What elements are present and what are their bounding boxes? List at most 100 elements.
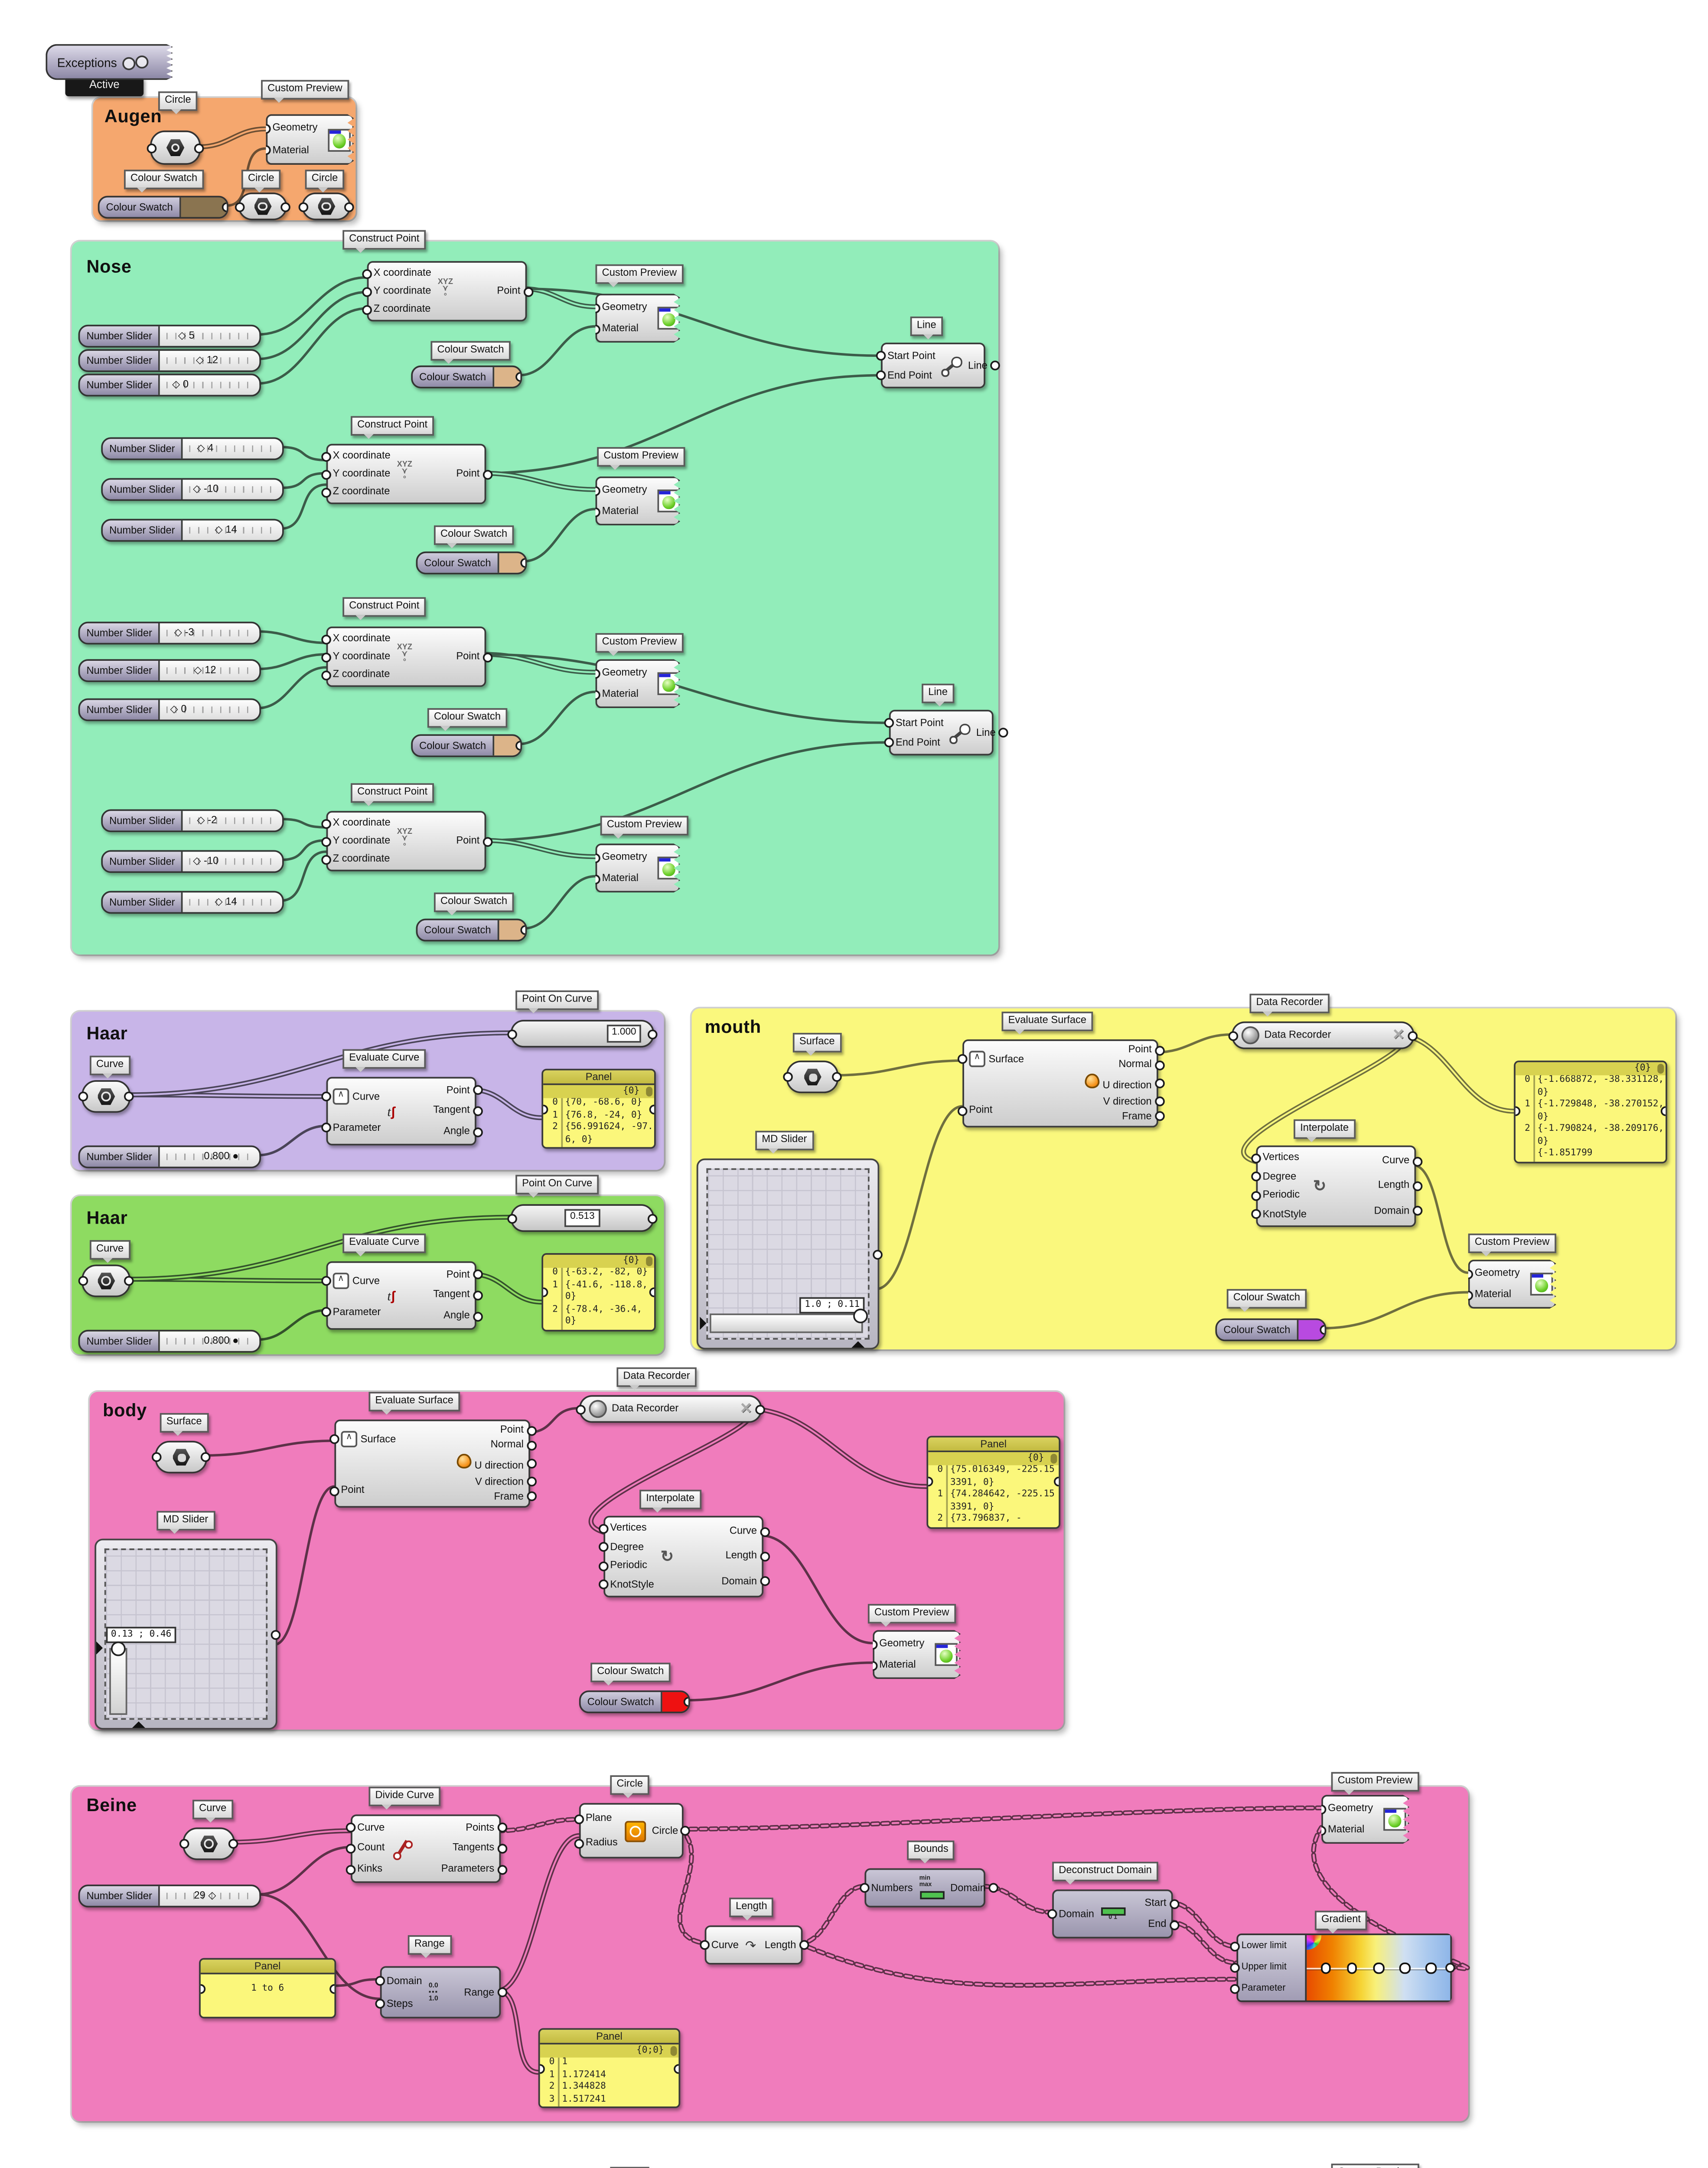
input-material[interactable]: Material [1474,1289,1512,1301]
number-slider[interactable]: Number Slider ◇ -10 [101,850,284,873]
number-slider[interactable]: Number Slider 29 ◇ [78,1884,261,1908]
bounds-component[interactable]: Numbers min max Domain [864,1868,986,1908]
range-component[interactable]: Domain Steps 0.0▪▪▪1.0 Range [380,1966,501,2018]
interpolate-component[interactable]: Vertices Degree Periodic KnotStyle ↻ Cur… [603,1515,764,1598]
input-domain[interactable]: Domain [1059,1908,1094,1920]
output-tangent[interactable]: Tangent [433,1105,470,1117]
input-start-point[interactable]: Start Point [887,350,935,362]
colour-swatch[interactable]: Colour Swatch [416,551,527,575]
number-slider[interactable]: Number Slider ◇ -10 [101,478,284,501]
input-radius[interactable]: Radius [585,1837,618,1849]
input-count[interactable]: Count [357,1843,385,1855]
colour-swatch[interactable]: Colour Swatch [411,734,522,757]
construct-point-component[interactable]: X coordinate Y coordinate Z coordinate X… [367,261,527,322]
input-curve[interactable]: ∧Curve [332,1273,380,1290]
input-periodic[interactable]: Periodic [610,1560,648,1572]
output-start[interactable]: Start [1144,1897,1167,1909]
input-surface[interactable]: ∧Surface [341,1431,396,1447]
number-slider[interactable]: Number Slider ◇ 5 [78,324,261,348]
custom-preview-component[interactable]: Geometry Material [596,294,681,343]
output-v-direction[interactable]: V direction [475,1476,524,1488]
slider-track[interactable]: ◇ 4 [183,439,283,459]
input-curve[interactable]: Curve [711,1939,739,1951]
number-slider[interactable]: Number Slider ◇ -2 [101,809,284,833]
circle-component[interactable]: Plane Radius Circle [579,1803,684,1859]
panel[interactable]: Panel {0} 0{75.016349, -225.153391, 0} 1… [926,1436,1061,1528]
slider-track[interactable]: ◇ 14 [183,520,283,540]
input-material[interactable]: Material [602,873,639,885]
gradient-component[interactable]: Lower limit Upper limit Parameter [1236,1933,1452,2002]
output-normal[interactable]: Normal [490,1440,524,1451]
slider-track[interactable]: ◇ 12 [160,351,260,371]
custom-preview-component[interactable]: Geometry Material [873,1630,961,1679]
output-circle[interactable]: Circle [652,1825,678,1837]
output-domain[interactable]: Domain [950,1882,986,1894]
output-point[interactable]: Point [456,835,480,847]
line-component[interactable]: Start Point End Point Line [889,709,996,756]
input-y[interactable]: Y coordinate [373,285,431,297]
recorder-x-icon[interactable]: ✕ [1392,1026,1405,1043]
output-point[interactable]: Point [446,1084,470,1097]
input-z[interactable]: Z coordinate [332,669,390,681]
input-domain[interactable]: Domain [386,1975,422,1987]
input-material[interactable]: Material [602,689,639,700]
input-geometry[interactable]: Geometry [602,302,647,313]
evaluate-surface-component[interactable]: ∧Surface Point Point Normal U direction … [334,1419,531,1508]
panel[interactable]: {0} 0{-1.668872, -38.331128, 0} 1{-1.729… [1514,1061,1667,1163]
input-geometry[interactable]: Geometry [272,123,318,134]
output-domain[interactable]: Domain [721,1576,757,1587]
input-parameter[interactable]: Parameter [1242,1985,1302,1995]
input-knotstyle[interactable]: KnotStyle [610,1579,654,1591]
slider-track[interactable]: 0.800 ● [160,1147,260,1167]
custom-preview-component[interactable]: Geometry Material [596,844,681,893]
output-curve[interactable]: Curve [1382,1155,1410,1167]
panel-domain-value[interactable]: 1 to 6 [251,1984,284,1994]
colour-swatch[interactable]: Colour Swatch [411,365,522,389]
input-material[interactable]: Material [879,1659,916,1671]
input-lower-limit[interactable]: Lower limit [1242,1941,1302,1951]
gradient-grip[interactable] [1399,1962,1410,1973]
number-slider[interactable]: Number Slider ◇ 0 [78,373,261,397]
input-parameter[interactable]: Parameter [332,1122,381,1134]
panel-domain[interactable]: Panel 1 to 6 [199,1958,336,2018]
input-point[interactable]: Point [969,1104,993,1116]
input-x[interactable]: X coordinate [373,268,431,279]
slider-track[interactable]: ◇ -10 [183,852,283,872]
output-u-direction[interactable]: U direction [456,1454,524,1473]
output-point[interactable]: Point [446,1269,470,1281]
input-numbers[interactable]: Numbers [871,1882,913,1894]
output-length[interactable]: Length [1378,1180,1410,1192]
swatch-color[interactable] [494,736,521,756]
curve-param[interactable] [183,1827,235,1860]
data-recorder-component[interactable]: Data Recorder ✕ [1232,1021,1415,1049]
output-v-direction[interactable]: V direction [1103,1096,1152,1107]
input-plane[interactable]: Plane [585,1812,612,1825]
slider-track[interactable]: ◇ 0 [160,375,260,395]
md-axis-marker[interactable] [700,1316,713,1330]
swatch-color[interactable] [662,1692,689,1712]
output-point[interactable]: Point [456,651,480,663]
slider-track[interactable]: ◇ 14 [183,892,283,912]
divide-curve-component[interactable]: Curve Count Kinks Points Tangents Parame… [351,1814,501,1883]
circle-param[interactable] [150,131,201,165]
md-axis-marker[interactable] [96,1641,109,1655]
number-slider[interactable]: Number Slider ◇ 14 [101,519,284,542]
slider-track[interactable]: 29 ◇ [160,1886,260,1906]
input-material[interactable]: Material [602,323,639,335]
curve-param[interactable] [81,1080,131,1113]
input-material[interactable]: Material [1328,1824,1365,1836]
output-length[interactable]: Length [725,1551,757,1563]
md-slider[interactable]: 0.13 ; 0.46 [95,1538,277,1730]
data-recorder-component[interactable]: Data Recorder ✕ [579,1395,762,1423]
output-point[interactable]: Point [500,1424,524,1436]
output-point[interactable]: Point [1128,1044,1152,1056]
number-slider[interactable]: Number Slider ◇ -3 [78,621,261,645]
output-parameters[interactable]: Parameters [441,1863,495,1875]
input-curve[interactable]: Curve [357,1822,385,1834]
number-slider[interactable]: Number Slider ◇ 14 [101,891,284,914]
evaluate-surface-component[interactable]: ∧Surface Point Point Normal U direction … [962,1039,1158,1128]
input-degree[interactable]: Degree [1262,1171,1297,1183]
input-geometry[interactable]: Geometry [602,852,647,863]
slider-track[interactable]: ◇ -2 [183,811,283,831]
